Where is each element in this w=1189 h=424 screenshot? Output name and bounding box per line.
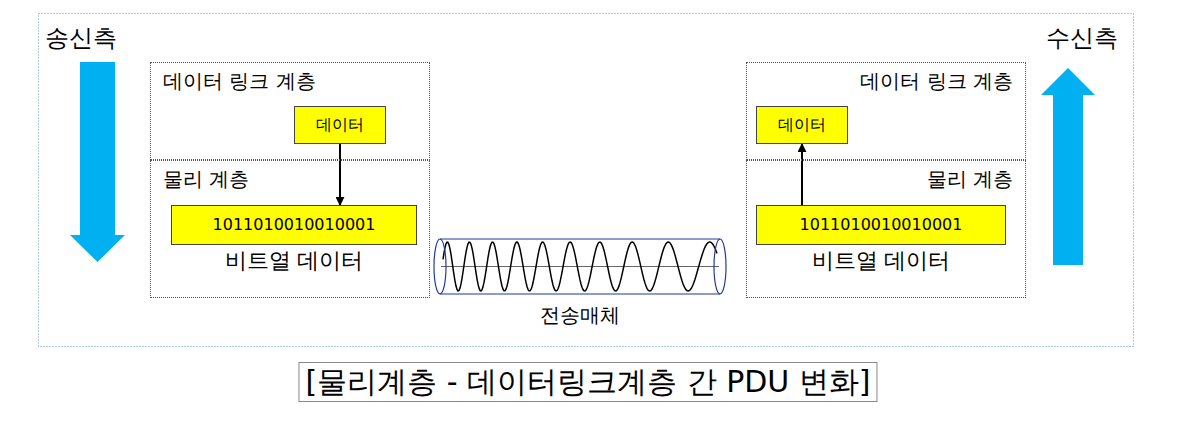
side-label: 수신측 — [1046, 22, 1118, 54]
figure-caption: [물리계층 - 데이터링크계층 간 PDU 변화] — [298, 362, 877, 402]
caption-label: 전송매체 — [540, 303, 620, 327]
box-text: 1011010010010001 — [213, 215, 376, 234]
layer-region: 데이터 링크 계층데이터 — [746, 62, 1026, 160]
layer-heading: 데이터 링크 계층 — [163, 69, 316, 93]
cable-drawing — [433, 238, 727, 295]
layer-region: 물리 계층1011010010010001비트열 데이터 — [150, 160, 430, 298]
layer-heading: 물리 계층 — [927, 167, 1013, 191]
up-arrow — [1041, 68, 1095, 265]
box-text: 데이터 — [778, 115, 826, 134]
layer-region: 물리 계층1011010010010001비트열 데이터 — [746, 160, 1026, 298]
bitstream-box: 1011010010010001비트열 데이터 — [756, 205, 1006, 245]
layer-region: 데이터 링크 계층데이터 — [150, 62, 430, 160]
arrow-connector — [339, 144, 341, 205]
down-arrow — [70, 62, 125, 262]
outer-frame — [39, 14, 1134, 347]
transmission-medium: 전송매체 — [433, 238, 727, 295]
box-text: 데이터 — [316, 115, 364, 134]
caption-label: 비트열 데이터 — [812, 248, 951, 274]
box-text: 1011010010010001 — [800, 215, 963, 234]
side-label: 송신측 — [45, 22, 117, 54]
layer-heading: 데이터 링크 계층 — [860, 69, 1013, 93]
caption-label: 비트열 데이터 — [225, 248, 364, 274]
arrow-connector — [801, 144, 803, 205]
layer-heading: 물리 계층 — [163, 167, 249, 191]
bitstream-box: 1011010010010001비트열 데이터 — [171, 205, 417, 245]
data-box: 데이터 — [756, 106, 848, 144]
data-box: 데이터 — [294, 106, 386, 144]
